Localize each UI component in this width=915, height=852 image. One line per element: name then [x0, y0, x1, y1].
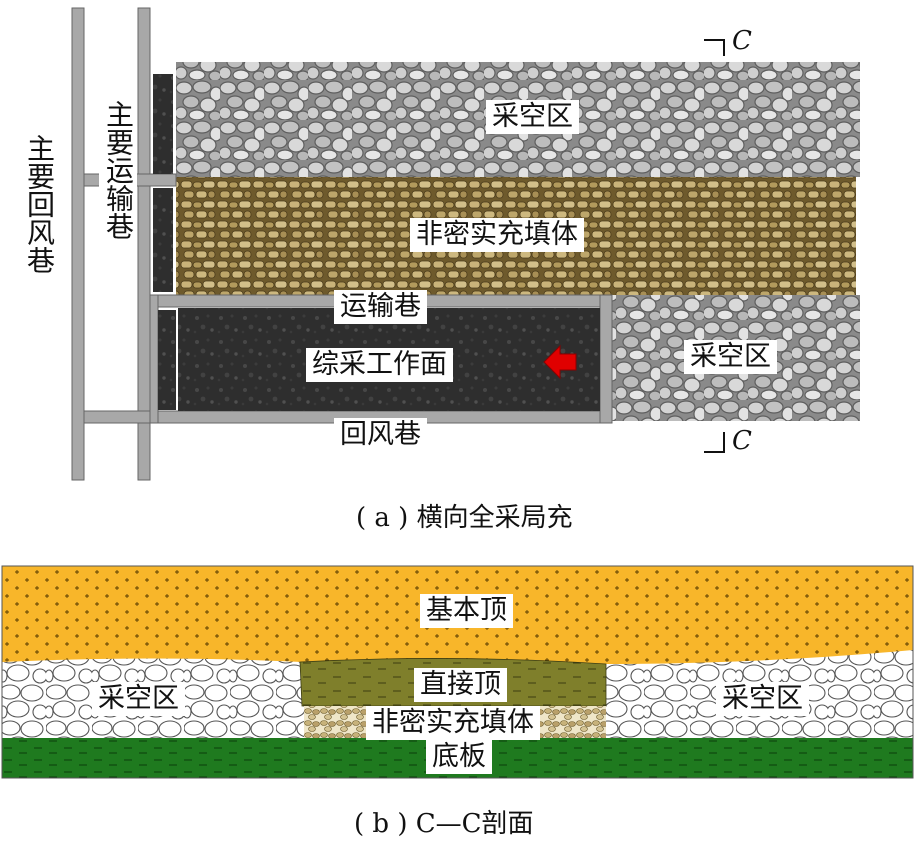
- section-frame: [1, 565, 914, 779]
- return-roadway-label: 回风巷: [334, 418, 427, 452]
- backfill-section-label: 非密实充填体: [366, 706, 540, 740]
- floor-label: 底板: [426, 740, 492, 774]
- caption-b: ( b ) C—C剖面: [354, 809, 534, 839]
- main-roof-label: 基本顶: [420, 594, 513, 628]
- main-return-roadway-label: 主要回风巷: [23, 134, 56, 274]
- section-mark-top: C: [732, 26, 752, 56]
- working-face-label: 综采工作面: [306, 348, 453, 382]
- main-return-roadway: [71, 7, 85, 481]
- goaf-left-section-label: 采空区: [92, 682, 185, 716]
- coal-pillar-3: [158, 310, 176, 410]
- advance-arrow-icon: [543, 344, 577, 380]
- goaf-top-label: 采空区: [486, 100, 579, 134]
- section-mark-bottom: C: [732, 426, 752, 456]
- haulage-roadway-label: 运输巷: [334, 290, 427, 324]
- face-right-edge: [599, 294, 613, 424]
- goaf-right-label: 采空区: [684, 340, 777, 374]
- coal-pillar-2: [153, 188, 173, 292]
- coal-pillar-1: [153, 74, 173, 174]
- main-haulage-roadway-label: 主要运输巷: [99, 98, 137, 242]
- section-mark-bottom-bracket: [704, 432, 725, 453]
- backfill-label: 非密实充填体: [410, 218, 584, 252]
- goaf-right-section-label: 采空区: [716, 682, 809, 716]
- immediate-roof-label: 直接顶: [414, 668, 507, 702]
- caption-a: ( a ) 横向全采局充: [356, 503, 573, 533]
- main-haulage-roadway: [137, 7, 151, 481]
- section-mark-top-bracket: [704, 39, 725, 56]
- face-left-edge: [149, 294, 159, 424]
